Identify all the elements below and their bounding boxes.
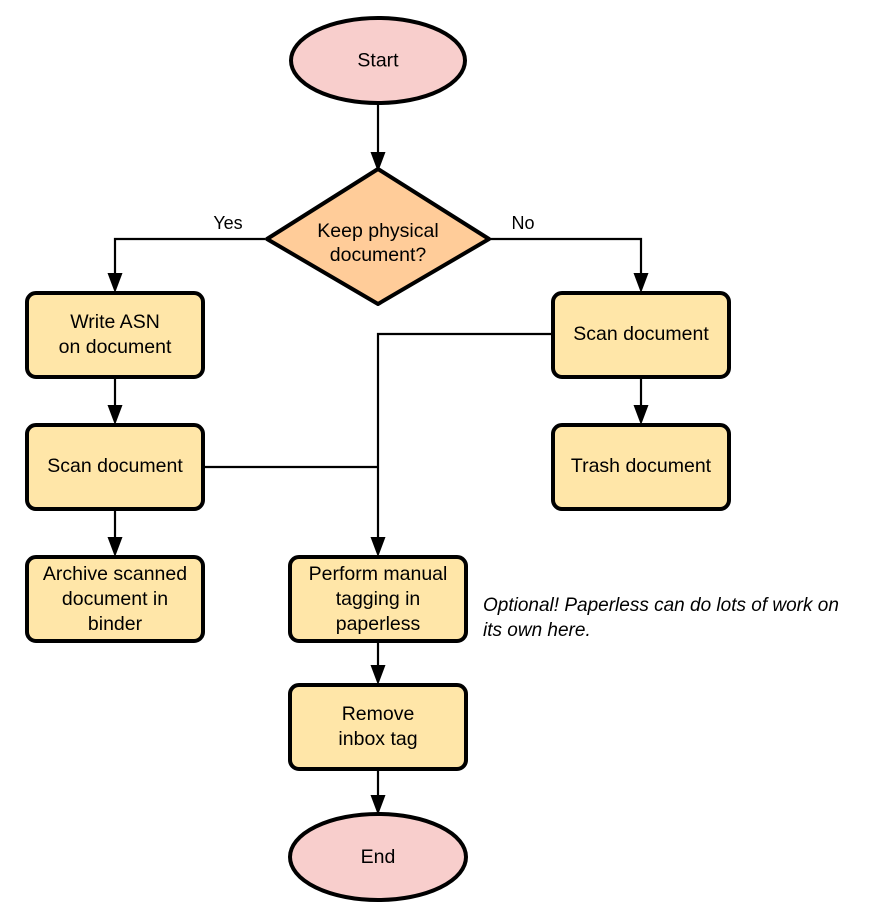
node-archive-label-line1: Archive scanned	[43, 563, 187, 585]
connector-start-to-decision	[370, 103, 386, 172]
archive-box	[25, 555, 205, 643]
end-ellipse	[288, 812, 468, 902]
connector-scan-left-to-archive	[107, 509, 123, 557]
node-decision-label-line2: document?	[330, 244, 427, 266]
node-write-asn-label-line2: on document	[59, 336, 172, 358]
node-decision-keep-physical-document[interactable]: Keep physical document?	[265, 167, 491, 306]
node-decision-label-line1: Keep physical	[317, 220, 438, 242]
node-scan-document-right[interactable]: Scan document	[551, 291, 731, 379]
node-archive-scanned-document[interactable]: Archive scanned document in binder	[25, 555, 205, 643]
node-perform-manual-tagging[interactable]: Perform manual tagging in paperless	[288, 555, 468, 643]
trash-document-box	[551, 423, 731, 511]
connector-scan-right-to-tagging	[370, 332, 552, 557]
connector-decision-no-to-scan-right	[490, 237, 649, 293]
decision-diamond	[265, 167, 491, 306]
annotation-note: Optional! Paperless can do lots of work …	[483, 595, 839, 641]
node-end-label: End	[361, 846, 396, 868]
node-write-asn-label-line1: Write ASN	[70, 311, 160, 333]
scan-document-left-box	[25, 423, 205, 511]
start-ellipse	[289, 16, 467, 105]
connector-remove-inbox-to-end	[370, 769, 386, 815]
node-start-label: Start	[357, 50, 399, 72]
node-tagging-label-line1: Perform manual	[309, 563, 448, 585]
node-scan-document-right-label: Scan document	[573, 323, 709, 345]
node-archive-label-line2: document in	[62, 588, 168, 610]
node-tagging-label-line3: paperless	[336, 613, 421, 635]
connector-tagging-to-remove-inbox	[370, 641, 386, 685]
node-end[interactable]: End	[288, 812, 468, 902]
node-start[interactable]: Start	[289, 16, 467, 105]
connector-write-asn-to-scan-left	[107, 377, 123, 425]
annotation-note-line2: its own here.	[483, 620, 591, 641]
node-trash-document[interactable]: Trash document	[551, 423, 731, 511]
connector-decision-yes-to-write-asn	[107, 237, 265, 293]
write-asn-box	[25, 291, 205, 379]
remove-inbox-tag-box	[288, 683, 468, 771]
node-tagging-label-line2: tagging in	[336, 588, 421, 610]
node-remove-inbox-tag[interactable]: Remove inbox tag	[288, 683, 468, 771]
node-remove-inbox-label-line2: inbox tag	[338, 728, 417, 750]
node-remove-inbox-label-line1: Remove	[342, 703, 415, 725]
connector-scan-right-to-trash	[633, 377, 649, 425]
node-trash-document-label: Trash document	[571, 455, 712, 477]
node-archive-label-line3: binder	[88, 613, 143, 635]
scan-document-right-box	[551, 291, 731, 379]
node-scan-document-left[interactable]: Scan document	[25, 423, 205, 511]
edge-label-yes: Yes	[213, 213, 242, 233]
node-scan-document-left-label: Scan document	[47, 455, 183, 477]
annotation-note-line1: Optional! Paperless can do lots of work …	[483, 595, 839, 616]
node-write-asn-on-document[interactable]: Write ASN on document	[25, 291, 205, 379]
edge-label-no: No	[511, 213, 534, 233]
tagging-box	[288, 555, 468, 643]
